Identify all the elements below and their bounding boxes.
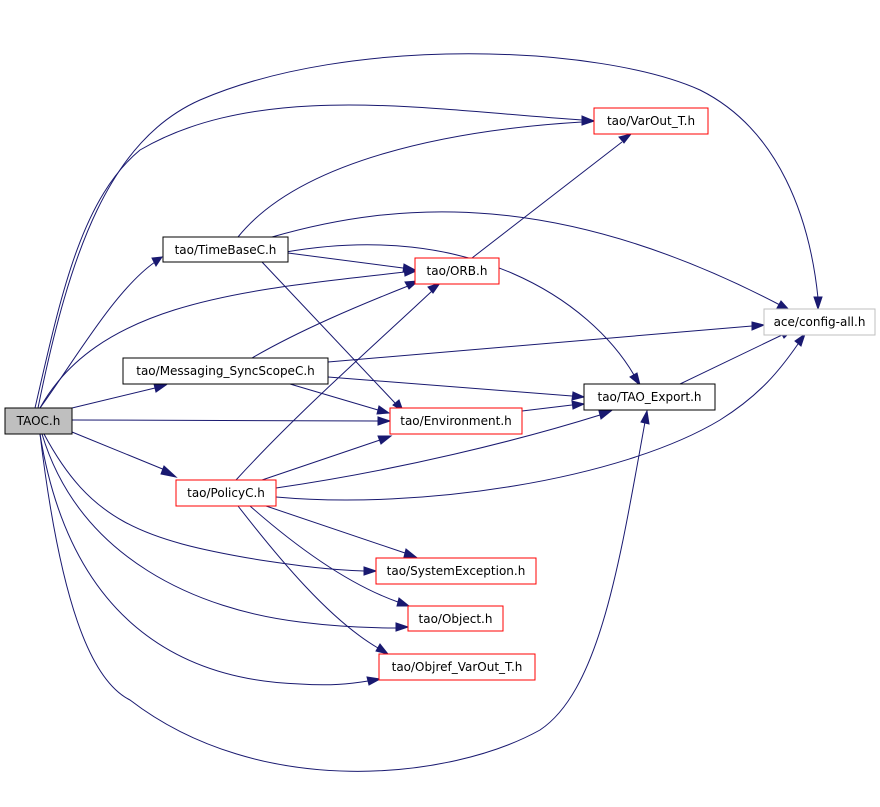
- node-object[interactable]: tao/Object.h: [407, 605, 504, 632]
- edge-arrowhead: [403, 548, 418, 558]
- edge-arrowhead: [376, 405, 391, 415]
- node-label: tao/Objref_VarOut_T.h: [392, 660, 523, 674]
- edge-arrowhead: [629, 372, 641, 387]
- edge-arrowhead: [366, 676, 382, 686]
- edge-arrowhead: [377, 416, 392, 426]
- edge-arrowhead: [151, 256, 164, 267]
- edge-taoc-messaging: [71, 387, 156, 409]
- node-label: tao/Object.h: [419, 612, 493, 626]
- node-label: tao/PolicyC.h: [187, 486, 265, 500]
- edge-arrowhead: [402, 263, 417, 273]
- edge-timebase-environment: [261, 261, 396, 404]
- edge-messaging-taoexport: [327, 376, 573, 397]
- edge-taoc-timebase: [39, 261, 156, 409]
- nodes: TAOC.h tao/TimeBaseC.h tao/Messaging_Syn…: [4, 107, 876, 681]
- edge-policy-sysexc: [265, 505, 406, 554]
- edge-taoc-objref: [39, 433, 369, 686]
- node-label: tao/Messaging_SyncScopeC.h: [136, 364, 315, 378]
- edge-policy-taoexport: [275, 414, 601, 489]
- edge-arrowhead: [813, 296, 823, 311]
- edge-arrowhead: [751, 321, 766, 331]
- node-taoexport[interactable]: tao/TAO_Export.h: [583, 383, 716, 411]
- edge-environment-taoexport: [521, 404, 573, 412]
- node-label: TAOC.h: [16, 414, 61, 428]
- edge-policy-environment: [261, 439, 381, 481]
- edge-timebase-configall: [271, 211, 781, 306]
- edge-arrowhead: [618, 133, 633, 144]
- edge-taoexport-configall: [679, 334, 783, 385]
- edge-taoc-varout: [34, 104, 583, 409]
- edge-arrowhead: [363, 566, 378, 576]
- edge-arrowhead: [160, 465, 178, 478]
- edge-policy-orb: [235, 290, 433, 481]
- edge-timebase-varout: [237, 121, 583, 238]
- edge-timebase-orb: [287, 252, 404, 269]
- node-label: tao/SystemException.h: [387, 564, 526, 578]
- node-configall[interactable]: ace/config-all.h: [763, 308, 876, 336]
- node-label: tao/VarOut_T.h: [607, 114, 695, 128]
- node-policy[interactable]: tao/PolicyC.h: [175, 479, 277, 507]
- edge-timebase-taoexport: [285, 244, 635, 376]
- edge-taoc-orb: [39, 271, 406, 409]
- edge-arrowhead: [377, 435, 393, 445]
- node-messaging[interactable]: tao/Messaging_SyncScopeC.h: [122, 357, 329, 385]
- edge-arrowhead: [375, 643, 390, 655]
- edge-taoc-sysexc: [43, 433, 365, 572]
- edge-policy-configall: [275, 343, 799, 501]
- edge-taoc-configall: [37, 53, 819, 409]
- edge-arrowhead: [153, 383, 168, 393]
- edge-arrowhead: [598, 410, 613, 420]
- edge-arrowhead: [395, 622, 410, 632]
- node-environment[interactable]: tao/Environment.h: [389, 407, 523, 435]
- node-timebase[interactable]: tao/TimeBaseC.h: [162, 236, 289, 263]
- edge-arrowhead: [396, 597, 411, 607]
- edge-taoc-object: [41, 433, 397, 629]
- edge-taoc-taoexport: [39, 421, 646, 772]
- edge-policy-object: [249, 505, 399, 603]
- node-label: tao/TimeBaseC.h: [175, 243, 277, 257]
- edge-arrowhead: [640, 409, 650, 425]
- edge-arrowhead: [571, 400, 586, 410]
- node-orb[interactable]: tao/ORB.h: [414, 257, 500, 285]
- edge-arrowhead: [571, 391, 586, 401]
- node-label: tao/ORB.h: [427, 264, 488, 278]
- node-label: tao/TAO_Export.h: [598, 390, 702, 404]
- edge-taoc-environment: [71, 419, 379, 422]
- node-taoc[interactable]: TAOC.h: [4, 407, 73, 435]
- edge-taoc-policy: [71, 431, 166, 471]
- edge-messaging-orb: [251, 285, 409, 359]
- node-label: tao/Environment.h: [400, 414, 512, 428]
- edge-messaging-configall: [327, 325, 753, 363]
- edge-arrowhead: [581, 116, 596, 126]
- node-varout[interactable]: tao/VarOut_T.h: [593, 107, 709, 135]
- node-objref[interactable]: tao/Objref_VarOut_T.h: [378, 653, 536, 681]
- node-label: ace/config-all.h: [774, 315, 866, 329]
- edge-arrowhead: [427, 282, 442, 294]
- edge-arrowhead: [794, 332, 806, 347]
- edge-orb-varout: [471, 141, 623, 259]
- edge-messaging-environment: [289, 383, 379, 411]
- edge-policy-objref: [237, 505, 379, 649]
- node-sysexc[interactable]: tao/SystemException.h: [375, 557, 537, 585]
- edges: [34, 53, 823, 772]
